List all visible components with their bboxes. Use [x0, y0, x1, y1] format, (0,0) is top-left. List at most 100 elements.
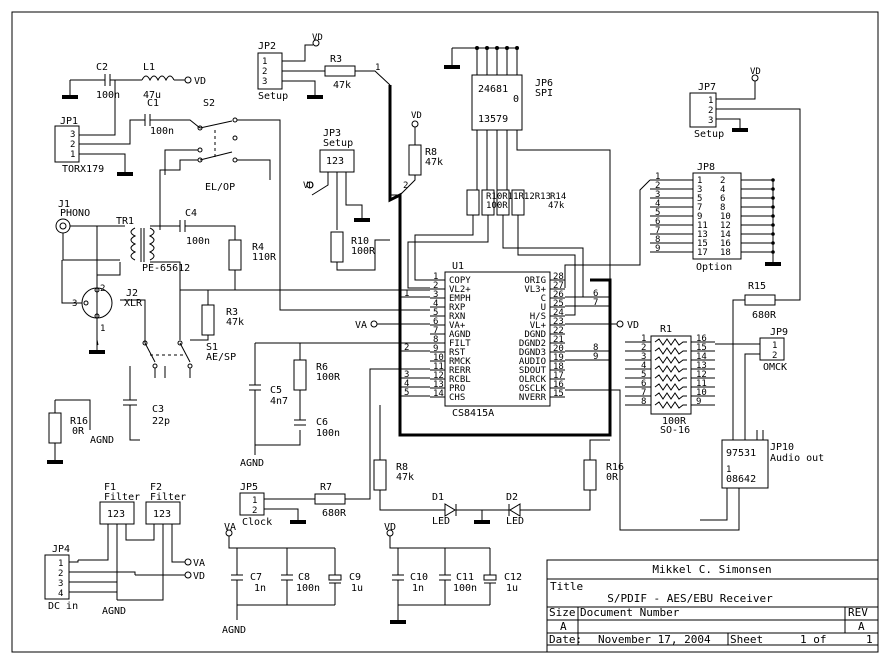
u1-pin-num: 23 — [553, 317, 564, 327]
jp4-ref: JP4 — [52, 544, 70, 555]
title-label: Title — [550, 580, 583, 593]
j2-pin3: 3 — [72, 299, 77, 309]
jp4-pin1: 1 — [58, 559, 63, 569]
c9-value: 1u — [351, 583, 363, 594]
sheet-label: Sheet — [730, 633, 763, 646]
jp8-wire-label: 5 — [655, 208, 660, 218]
r14-resistor: R15 680R — [732, 281, 777, 440]
jp10-bottom-pins: 08642 — [726, 474, 756, 485]
c5-ref: C5 — [270, 385, 282, 396]
r10-r13-vals: 100R — [486, 201, 508, 211]
va-label-3: VA — [224, 522, 236, 533]
vd-label-4: VD — [303, 181, 314, 191]
jp8-left-pin: 17 — [697, 248, 708, 258]
u1-pin-num: 18 — [553, 362, 564, 372]
u1-pin-num: 16 — [553, 380, 564, 390]
j2-xlr: 2 3 1 J2 XLR — [61, 260, 143, 354]
u1-pin-name: PRO — [449, 384, 465, 394]
vd-label-6: VD — [750, 67, 761, 77]
jp8-left-pin: 9 — [697, 212, 702, 222]
jp10-name: Audio out — [770, 453, 824, 464]
bus-label-4: 4 — [404, 379, 409, 389]
u1-pin-name: RMCK — [449, 357, 471, 367]
u1-pin-num: 19 — [553, 353, 564, 363]
vd-label-5: VD — [411, 111, 422, 121]
vd-label-8: VD — [384, 522, 396, 533]
r1-left-pin: 7 — [641, 388, 646, 398]
j2-pin1: 1 — [100, 324, 105, 334]
jp1-pin3: 3 — [70, 130, 75, 140]
jp9-name: OMCK — [763, 362, 787, 373]
jp8-wire-label: 1 — [655, 172, 660, 182]
bus-label-r4: 9 — [593, 352, 598, 362]
r9-ref: R10 — [351, 236, 369, 247]
jp9-pin1: 1 — [772, 341, 777, 351]
jp10-bottom1: 1 — [726, 465, 731, 475]
r1-right-pin: 14 — [696, 352, 707, 362]
jp7-pin1: 1 — [708, 96, 713, 106]
c10-ref: C10 — [410, 572, 428, 583]
jp8-left-pin: 5 — [697, 194, 702, 204]
r1-right-pin: 15 — [696, 343, 707, 353]
r16-resistor: R16 0R AGND — [47, 399, 114, 464]
jp8-left-pin: 15 — [697, 239, 708, 249]
sheet-total: 1 — [866, 633, 873, 646]
r15-ref: R16 — [606, 462, 624, 473]
jp7-pin3: 3 — [708, 116, 713, 126]
s1-name: AE/SP — [206, 352, 236, 363]
u1-pin-name: RCBL — [449, 375, 471, 385]
jp6-connector: 24681 0 13579 JP6 SPI — [444, 46, 611, 280]
u1-pin-name: FILT — [449, 339, 471, 349]
u1-pin-num: 3 — [433, 290, 438, 300]
c12-value: 1u — [506, 583, 518, 594]
r1-right-pin: 11 — [696, 379, 707, 389]
u1-pin-name: ORIG — [524, 276, 546, 286]
jp6-top-pins: 24681 — [478, 84, 508, 95]
u1-pin-name: U — [541, 303, 546, 313]
u1-pin-num: 25 — [553, 299, 564, 309]
jp5-ref: JP5 — [240, 482, 258, 493]
vd-label-7: VD — [193, 571, 205, 582]
vd-net-pin23: VD — [565, 320, 639, 331]
size-value: A — [560, 620, 567, 633]
u1-pin-name: H/S — [530, 312, 546, 322]
f2-name: Filter — [150, 492, 186, 503]
jp10-top-pins: 97531 — [726, 448, 756, 459]
u1-pin-num: 11 — [433, 362, 444, 372]
jp8-right-pin: 18 — [720, 248, 731, 258]
va-label-1: VA — [355, 320, 367, 331]
title-text: S/PDIF - AES/EBU Receiver — [607, 592, 773, 605]
u1-pin-num: 26 — [553, 290, 564, 300]
r5-value: 100R — [316, 372, 341, 383]
r3-ref: R3 — [330, 54, 342, 65]
u1-pin-name: EMPH — [449, 294, 471, 304]
jp4-pin4: 4 — [58, 589, 63, 599]
jp8-wire-label: 4 — [655, 199, 660, 209]
jp8-wire-label: 2 — [655, 181, 660, 191]
sheet-of: 1 of — [800, 633, 827, 646]
u1-pin-num: 20 — [553, 344, 564, 354]
u1-pin-name: RST — [449, 348, 466, 358]
jp10-ref: JP10 — [770, 442, 794, 453]
jp7-connector: JP7 1 2 3 Setup VD — [689, 67, 801, 301]
jp10-connector: JP10 Audio out 97531 1 08642 — [565, 389, 824, 531]
u1-pin-name: OLRCK — [519, 375, 547, 385]
r7-ref: R8 — [396, 462, 408, 473]
u1-pin-name: DGND3 — [519, 348, 546, 358]
r7-value: 47k — [396, 472, 414, 483]
u1-pin-num: 15 — [553, 389, 564, 399]
f2-ref: F2 — [150, 482, 162, 493]
u1-pin-name: VL3+ — [524, 285, 546, 295]
sheet-border — [11, 11, 879, 653]
s2-ref: S2 — [203, 98, 215, 109]
jp3-connector: JP3 Setup 123 VD R10 100R — [303, 128, 390, 271]
c2-value: 100n — [96, 90, 120, 101]
f1-pins: 123 — [107, 509, 125, 520]
jp8-right-pin: 4 — [720, 185, 725, 195]
u1-pin-name: C — [541, 294, 546, 304]
jp3-ref: JP3 — [323, 128, 341, 139]
u1-pin-name: CHS — [449, 393, 465, 403]
r1-right-pin: 10 — [696, 388, 707, 398]
